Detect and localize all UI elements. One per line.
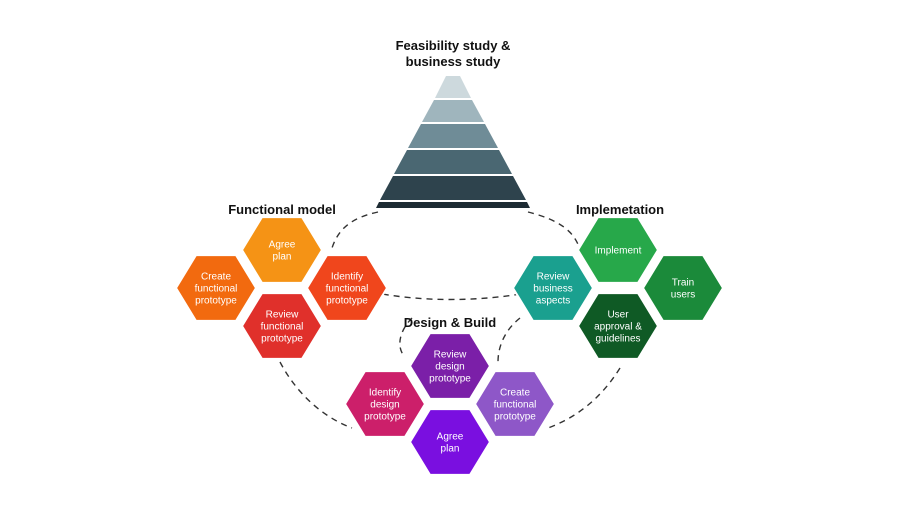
connector-pyramid-functional	[331, 211, 379, 249]
hex-label-line: User	[607, 310, 629, 321]
hex-label-line: prototype	[364, 412, 406, 423]
hex-label-line: Review	[266, 310, 300, 321]
hex-label-line: users	[671, 290, 695, 301]
hex-label-line: Create	[500, 388, 530, 399]
hex-label-line: Agree	[269, 240, 296, 251]
hex-label-line: Implement	[595, 246, 642, 257]
feasibility-title-line1: Feasibility study &	[396, 38, 511, 53]
hex-label-line: Agree	[437, 432, 464, 443]
design-build-title: Design & Build	[404, 315, 497, 330]
connector-functional-design	[279, 361, 353, 429]
connector-pyramid-implementation	[527, 211, 581, 251]
pyramid-tier-1	[435, 76, 471, 98]
hex-label-line: prototype	[494, 412, 536, 423]
hex-shape	[240, 216, 324, 284]
connector-functional-implementation	[371, 291, 533, 301]
hex-shape	[473, 370, 557, 438]
hex-label-line: functional	[494, 400, 537, 411]
hex-label-line: functional	[326, 284, 369, 295]
hex-label-line: design	[435, 362, 464, 373]
hex-label-line: plan	[273, 252, 292, 263]
pyramid-tier-2	[422, 100, 484, 122]
hex-shape	[305, 254, 389, 322]
hex-label-line: Review	[434, 350, 468, 361]
pyramid-tier-3	[408, 124, 498, 148]
hex-shape	[174, 254, 258, 322]
hex-shape	[576, 292, 660, 360]
hex-shape	[408, 332, 492, 400]
hex-label-line: Identify	[369, 388, 401, 399]
hex-label-line: plan	[441, 444, 460, 455]
implementation-title: Implemetation	[576, 202, 664, 217]
connector-implementation-design	[547, 367, 621, 429]
dashed-connectors	[279, 211, 621, 429]
feasibility-pyramid: Feasibility study & business study	[376, 38, 530, 208]
hex-label-line: Train	[672, 278, 694, 289]
functional-model-title: Functional model	[228, 202, 336, 217]
hex-shape	[511, 254, 595, 322]
hex-implement: Implement	[576, 216, 660, 284]
hex-shape	[343, 370, 427, 438]
feasibility-title-line2: business study	[406, 54, 501, 69]
hex-shape	[576, 216, 660, 284]
hex-label-line: approval &	[594, 322, 642, 333]
pyramid-base	[376, 202, 530, 208]
connector-business-design	[497, 317, 521, 363]
connector-review-design-midline	[399, 317, 413, 357]
hex-label-line: prototype	[261, 334, 303, 345]
hex-label-line: prototype	[429, 374, 471, 385]
hex-label-line: functional	[261, 322, 304, 333]
hex-shape	[641, 254, 725, 322]
hex-label-line: Create	[201, 272, 231, 283]
hex-label-line: business	[533, 284, 572, 295]
hex-label-line: design	[370, 400, 399, 411]
hex-label-line: Identify	[331, 272, 363, 283]
pyramid-tier-4	[394, 150, 512, 174]
hex-label-line: prototype	[195, 296, 237, 307]
hex-label-line: guidelines	[595, 334, 640, 345]
hex-label-line: Review	[537, 272, 571, 283]
hex-label-line: functional	[195, 284, 238, 295]
hex-shape	[408, 408, 492, 476]
hex-shape	[240, 292, 324, 360]
hex-label-line: prototype	[326, 296, 368, 307]
pyramid-tier-5	[380, 176, 526, 200]
hex-label-line: aspects	[536, 296, 570, 307]
